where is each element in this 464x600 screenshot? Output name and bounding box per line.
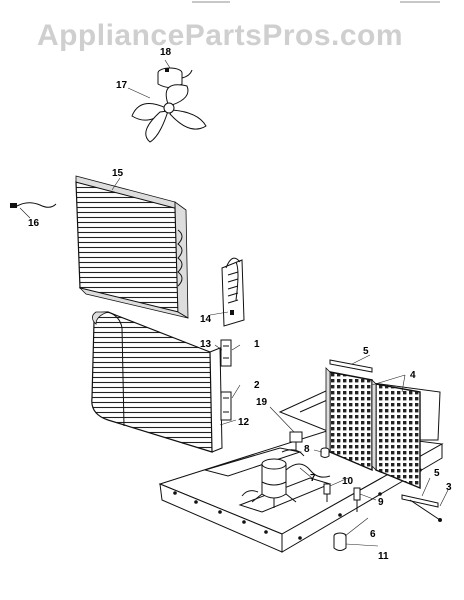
callout-2: 2: [254, 380, 260, 391]
callout-5-bottom: 5: [434, 468, 440, 479]
part-11: [333, 532, 347, 551]
bracket-2: [220, 391, 232, 421]
front-grilles: [325, 367, 421, 490]
callout-10: 10: [342, 476, 354, 487]
capacitor-19: [289, 431, 303, 450]
callout-1: 1: [254, 339, 260, 350]
callout-9: 9: [378, 497, 384, 508]
callout-11: 11: [378, 551, 389, 562]
fan-blade: [131, 84, 207, 143]
callout-3: 3: [446, 482, 452, 493]
compressor: [241, 458, 297, 508]
power-cord: [10, 202, 57, 208]
callout-labels: 1 2 3 4 5 5 6 7 8 9 10 11 12 13 14 15 16…: [28, 47, 452, 562]
trim-strip-top: [329, 359, 373, 373]
callout-14: 14: [200, 314, 212, 325]
callout-19: 19: [256, 397, 268, 408]
callout-12: 12: [238, 417, 250, 428]
callout-16: 16: [28, 218, 40, 229]
callout-17: 17: [116, 80, 128, 91]
callout-7: 7: [310, 473, 316, 484]
bracket-1: [220, 339, 232, 367]
tubing-7: [281, 449, 331, 478]
callout-18: 18: [160, 47, 172, 58]
leader-lines: [19, 59, 449, 547]
condenser-coil: [75, 175, 189, 319]
callout-5-top: 5: [363, 346, 369, 357]
callout-8: 8: [304, 444, 310, 455]
callout-6: 6: [370, 529, 376, 540]
trim-strip-bottom: [401, 494, 439, 508]
callout-15: 15: [112, 168, 124, 179]
watermark: AppliancePartsPros.com: [37, 19, 403, 52]
valve-10: [323, 483, 331, 502]
callout-4: 4: [410, 370, 416, 381]
evaporator-coil: [91, 311, 223, 453]
screw-3: [409, 499, 442, 522]
part-8: [320, 447, 330, 458]
control-bracket: [221, 257, 245, 327]
callout-13: 13: [200, 339, 212, 350]
